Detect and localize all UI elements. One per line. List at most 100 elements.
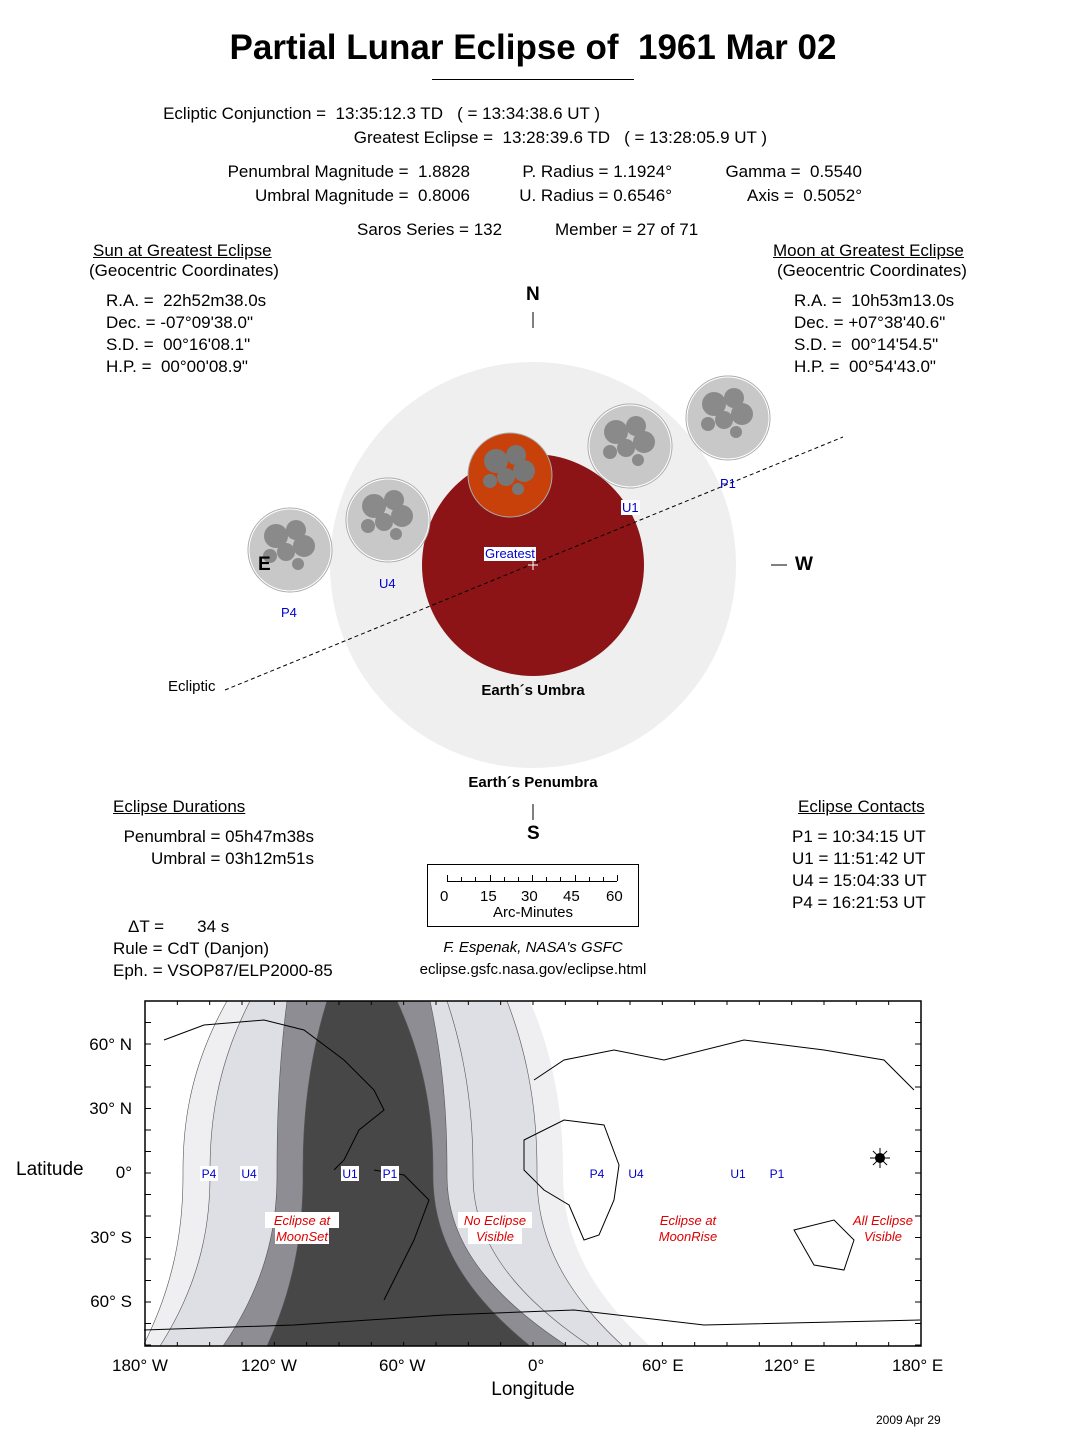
moon-p4 <box>247 507 333 593</box>
scale-tick-45: 45 <box>563 888 580 905</box>
moon-mare <box>264 524 288 548</box>
sun-hp: H.P. = 00°00'08.9" <box>106 357 248 376</box>
band-umbral-rise <box>397 1001 567 1346</box>
source-url[interactable]: eclipse.gsfc.nasa.gov/eclipse.html <box>419 961 647 978</box>
moon-mare <box>603 445 617 459</box>
scale-label: Arc-Minutes <box>492 904 574 921</box>
contact-curve <box>144 1000 228 1345</box>
penumbral-duration: Penumbral = 05h47m38s <box>123 827 314 846</box>
scale-minor-tick <box>602 877 604 881</box>
moon-p1 <box>685 375 771 461</box>
south-label: S <box>527 823 540 844</box>
title-underline <box>432 79 634 80</box>
scale-bar: 0 15 30 45 60 Arc-Minutes <box>427 864 639 927</box>
coastline <box>533 1039 915 1091</box>
ecliptic-label: Ecliptic <box>168 678 216 695</box>
greatest-label: Greatest <box>484 546 536 561</box>
contacts-heading: Eclipse Contacts <box>798 797 925 816</box>
page-title: Partial Lunar Eclipse of 1961 Mar 02 <box>229 28 837 67</box>
moon-mare <box>286 520 306 540</box>
moon-dec: Dec. = +07°38'40.6" <box>794 313 946 332</box>
sun-heading: Sun at Greatest Eclipse <box>93 241 272 260</box>
contact-p4: P4 = 16:21:53 UT <box>792 893 926 912</box>
lat-tick-30n: 30° N <box>89 1099 132 1118</box>
svg-text:Eclipse at: Eclipse at <box>274 1213 332 1228</box>
lon-tick-120e: 120° E <box>764 1356 816 1375</box>
greatest-eclipse: Greatest Eclipse = 13:28:39.6 TD ( = 13:… <box>353 128 767 147</box>
curve-label-p4: P4 <box>588 1166 606 1181</box>
moon-mare <box>632 454 644 466</box>
moon-mare <box>604 420 628 444</box>
sun-sd: S.D. = 00°16'08.1" <box>106 335 251 354</box>
svg-text:All Eclipse: All Eclipse <box>852 1213 913 1228</box>
moon-heading: Moon at Greatest Eclipse <box>773 241 964 260</box>
scale-tick-0: 0 <box>440 888 449 905</box>
delta-t: ΔT = 34 s <box>128 917 230 936</box>
lat-tick-60n: 60° N <box>89 1035 132 1054</box>
scale-minor-tick <box>475 877 477 881</box>
lat-tick-30s: 30° S <box>90 1228 132 1247</box>
svg-text:No Eclipse: No Eclipse <box>464 1213 526 1228</box>
axis: Axis = 0.5052° <box>746 186 862 205</box>
north-label: N <box>526 284 540 305</box>
contact-label-p4: P4 <box>281 605 297 620</box>
lon-tick-0: 0° <box>528 1356 545 1375</box>
contact-curve <box>396 1000 531 1347</box>
coastline <box>163 1019 385 1171</box>
svg-text:Visible: Visible <box>864 1229 902 1244</box>
scale-tick-15: 15 <box>480 888 497 905</box>
moon-subheading: (Geocentric Coordinates) <box>777 261 967 280</box>
sun-subheading: (Geocentric Coordinates) <box>89 261 279 280</box>
scale-tick-30: 30 <box>521 888 538 905</box>
lat-tick-0: 0° <box>115 1163 132 1182</box>
scale-minor-tick <box>532 875 533 881</box>
moon-mare <box>362 494 386 518</box>
moon-u4 <box>345 477 431 563</box>
band-partial-rise <box>430 1001 590 1346</box>
contact-curve <box>506 1000 624 1347</box>
lon-tick-180e: 180° E <box>892 1356 944 1375</box>
moon-mare <box>384 490 404 510</box>
moon-mare <box>633 431 655 453</box>
moon-mare <box>263 549 277 563</box>
p-radius: P. Radius = 1.1924° <box>522 162 672 181</box>
scale-minor-tick <box>588 877 590 881</box>
band-umbral-set <box>223 1001 327 1346</box>
lat-tick-60s: 60° S <box>90 1292 132 1311</box>
latitude-axis-label: Latitude <box>16 1159 84 1180</box>
svg-text:P4: P4 <box>590 1167 605 1181</box>
moon-mare <box>483 474 497 488</box>
moon-mare <box>730 426 742 438</box>
scale-minor-tick <box>617 875 618 881</box>
subsolar-sun-icon <box>870 1148 890 1168</box>
scale-minor-tick <box>489 875 491 881</box>
lon-tick-60w: 60° W <box>379 1356 426 1375</box>
curve-label-p1: P1 <box>381 1166 399 1181</box>
curve-label-u1: U1 <box>341 1166 359 1181</box>
moon-mare <box>512 483 524 495</box>
coastline <box>144 1309 921 1331</box>
curve-label-u4: U4 <box>240 1166 258 1181</box>
scale-minor-tick <box>447 875 448 881</box>
scale-tick-60: 60 <box>606 888 623 905</box>
scale-minor-tick <box>560 877 562 881</box>
lon-tick-180w: 180° W <box>112 1356 168 1375</box>
contact-p1: P1 = 10:34:15 UT <box>792 827 926 846</box>
svg-text:Eclipse at: Eclipse at <box>660 1213 718 1228</box>
svg-text:U1: U1 <box>730 1167 746 1181</box>
coastline <box>793 1219 855 1271</box>
ecliptic-line <box>224 436 844 691</box>
scale-minor-tick <box>574 875 576 881</box>
moon-hp: H.P. = 00°54'43.0" <box>794 357 936 376</box>
contact-label-p1: P1 <box>720 476 736 491</box>
u-radius: U. Radius = 0.6546° <box>519 186 672 205</box>
moon-mare <box>506 445 526 465</box>
svg-text:U1: U1 <box>342 1167 358 1181</box>
sun-dec: Dec. = -07°09'38.0" <box>106 313 253 332</box>
contact-curve <box>446 1000 591 1347</box>
band-penumbral-set <box>144 1001 250 1346</box>
svg-text:U4: U4 <box>241 1167 257 1181</box>
